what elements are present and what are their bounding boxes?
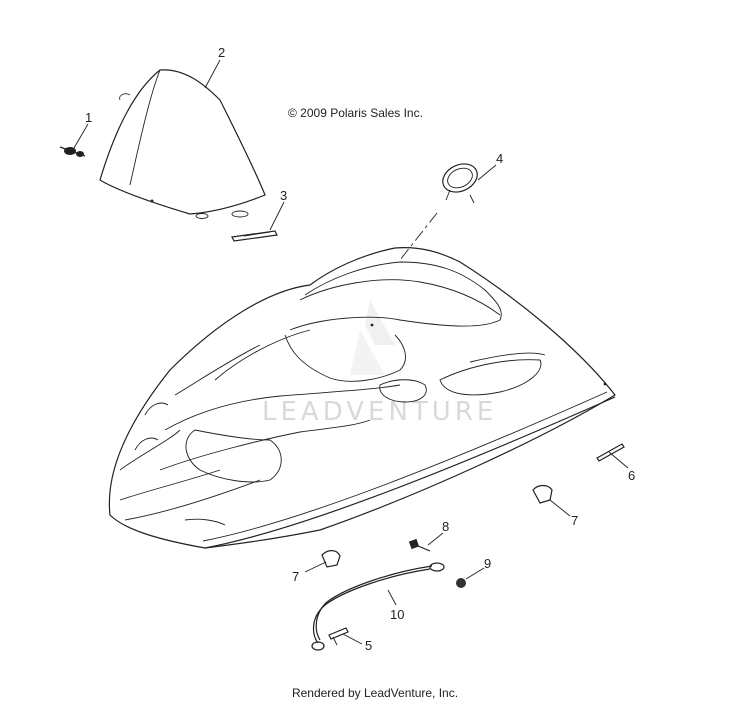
leader-1 [73,123,89,149]
callout-7-right[interactable]: 7 [571,513,578,528]
part-1-screw[interactable] [59,146,86,157]
part-4-bezel[interactable] [438,159,482,204]
callout-2[interactable]: 2 [218,45,225,60]
part-8-bolt[interactable] [408,538,431,552]
callout-8[interactable]: 8 [442,519,449,534]
leader-2 [204,59,221,89]
leader-8 [427,532,444,546]
part-10-tether[interactable] [311,562,445,651]
part-2-windshield[interactable] [99,69,266,219]
callout-6[interactable]: 6 [628,468,635,483]
centerline [399,212,438,261]
hood-body[interactable] [108,247,616,549]
leader-4 [477,164,497,181]
part-3-strip[interactable] [231,230,278,242]
leader-10 [387,589,397,606]
leader-7a [549,499,571,517]
callout-4[interactable]: 4 [496,151,503,166]
watermark-logo [350,300,395,375]
leader-5 [342,633,363,645]
leader-7b [304,561,327,573]
part-5-pin[interactable] [328,627,349,646]
callout-9[interactable]: 9 [484,556,491,571]
part-9-nut[interactable] [456,578,466,588]
callout-3[interactable]: 3 [280,188,287,203]
part-6-strap[interactable] [596,443,625,462]
footer-credit: Rendered by LeadVenture, Inc. [291,686,459,700]
callout-7-left[interactable]: 7 [292,569,299,584]
part-7-clip-right[interactable] [532,484,553,504]
callout-10[interactable]: 10 [390,607,404,622]
watermark-text: LEADVENTURE [262,397,497,427]
callout-1[interactable]: 1 [85,110,92,125]
leader-6 [608,451,629,469]
leader-9 [465,567,485,580]
copyright-text: © 2009 Polaris Sales Inc. [288,106,423,120]
leader-3 [269,201,285,231]
callout-5[interactable]: 5 [365,638,372,653]
part-7-clip-left[interactable] [321,550,341,568]
